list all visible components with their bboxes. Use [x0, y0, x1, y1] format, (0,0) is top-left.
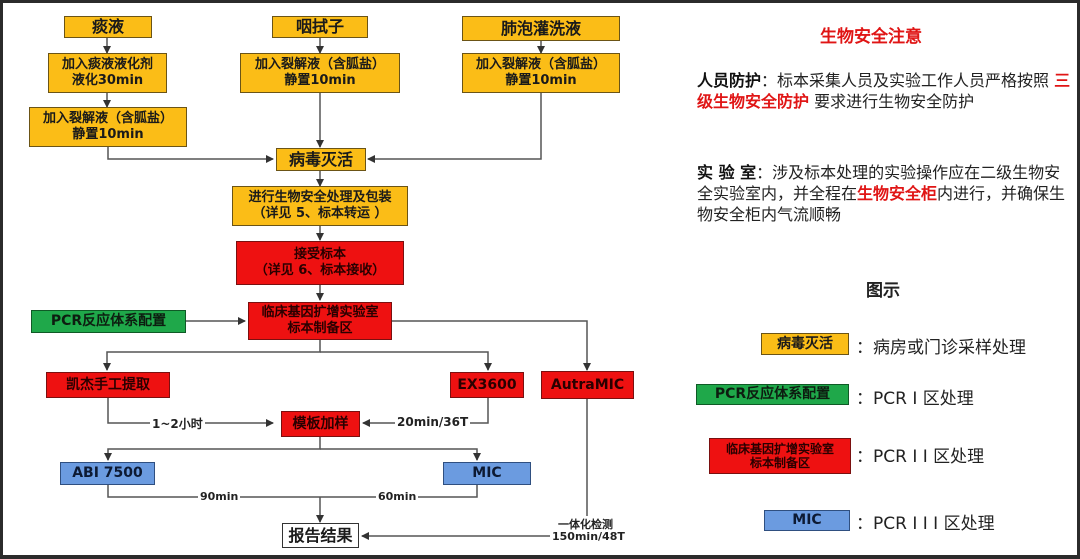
sputum-liquefy-box: 加入痰液液化剂 液化30min [48, 53, 167, 93]
prep-area-line2: 标本制备区 [287, 321, 353, 336]
edge-label-abi-time: 90min [198, 490, 241, 503]
sputum-lysis-line2: 静置10min [72, 127, 144, 142]
manual-extraction-label: 凯杰手工提取 [66, 376, 150, 393]
throat-swab-label: 咽拭子 [295, 17, 344, 37]
personnel-protection-text1: ：标本采集人员及实验工作人员严格按照 [761, 71, 1050, 90]
prep-area-line1: 临床基因扩增实验室 [261, 305, 379, 321]
mic-box: MIC [443, 462, 531, 485]
packaging-box: 进行生物安全处理及包装 （详见 5、标本转运 ） [232, 186, 408, 226]
legend-title: 图示 [866, 281, 900, 301]
sputum-liquefy-line2: 液化30min [71, 73, 144, 88]
report-box: 报告结果 [282, 523, 359, 548]
pcr-config-box: PCR反应体系配置 [31, 310, 186, 333]
autramic-box: AutraMIC [541, 371, 634, 399]
legend-desc-pcr-zone3: ：PCR I I I 区处理 [856, 514, 995, 534]
throat-swab-box: 咽拭子 [272, 16, 368, 38]
receive-line1: 接受标本 [293, 247, 346, 263]
legend-desc-pcr-zone1: ：PCR I 区处理 [856, 389, 974, 409]
legend-desc-pcr-zone2: ：PCR I I 区处理 [856, 447, 985, 467]
balf-label: 肺泡灌洗液 [500, 18, 581, 38]
packaging-line2: （详见 5、标本转运 ） [252, 206, 388, 221]
receive-line2: （详见 6、标本接收） [254, 263, 386, 278]
personnel-protection-note: 人员防护：标本采集人员及实验工作人员严格按照 三级生物安全防护 要求进行生物安全… [697, 70, 1072, 112]
abi7500-box: ABI 7500 [60, 462, 155, 485]
legend-swatch-prep-area-line2: 标本制备区 [749, 456, 810, 470]
edge-label-ex3600-time: 20min/36T [395, 415, 471, 429]
receive-box: 接受标本 （详见 6、标本接收） [236, 241, 404, 285]
template-loading-box: 模板加样 [281, 411, 360, 437]
legend-swatch-mic-label: MIC [792, 512, 822, 529]
balf-lysis-line2: 静置10min [505, 73, 577, 88]
legend-desc-inactivation: ：病房或门诊采样处理 [856, 338, 1026, 358]
abi7500-label: ABI 7500 [72, 465, 143, 482]
legend-swatch-inactivation: 病毒灭活 [761, 333, 849, 355]
ex3600-label: EX3600 [457, 376, 517, 393]
sputum-lysis-box: 加入裂解液（含胍盐） 静置10min [29, 107, 187, 147]
balf-lysis-line1: 加入裂解液（含胍盐） [475, 57, 606, 73]
biosafety-notes-title: 生物安全注意 [820, 27, 922, 47]
manual-extraction-box: 凯杰手工提取 [46, 372, 170, 398]
laboratory-note: 实 验 室：涉及标本处理的实验操作应在二级生物安全实验室内，并全程在生物安全柜内… [697, 162, 1072, 225]
autramic-label: AutraMIC [550, 376, 625, 393]
mic-label: MIC [472, 465, 502, 482]
edge-label-integrated-line2: 150min/48T [550, 530, 627, 543]
laboratory-text2: 内进行，并确保生物安全柜内气流顺畅 [697, 184, 1066, 224]
sputum-liquefy-line1: 加入痰液液化剂 [61, 57, 153, 73]
legend-swatch-inactivation-label: 病毒灭活 [777, 335, 833, 352]
personnel-protection-text2: 要求进行生物安全防护 [814, 92, 975, 111]
laboratory-text1: ：涉及标本处理的实验操作应在二级生物安全实验室内，并全程在 [697, 163, 1061, 203]
inactivation-box: 病毒灭活 [276, 148, 366, 171]
template-loading-label: 模板加样 [292, 415, 349, 432]
edge-label-integrated-line1: 一体化检测 [556, 516, 615, 532]
inactivation-label: 病毒灭活 [288, 149, 353, 169]
legend-swatch-pcr-config-label: PCR反应体系配置 [714, 386, 831, 403]
personnel-protection-heading: 人员防护 [697, 71, 762, 90]
laboratory-highlight: 生物安全柜 [857, 184, 938, 203]
balf-lysis-box: 加入裂解液（含胍盐） 静置10min [462, 53, 620, 93]
sputum-box: 痰液 [64, 16, 152, 38]
swab-lysis-line2: 静置10min [284, 73, 356, 88]
legend-swatch-mic: MIC [764, 510, 850, 531]
swab-lysis-line1: 加入裂解液（含胍盐） [254, 57, 385, 73]
prep-area-box: 临床基因扩增实验室 标本制备区 [248, 302, 392, 340]
edge-label-manual-time: 1~2小时 [150, 415, 205, 432]
swab-lysis-box: 加入裂解液（含胍盐） 静置10min [240, 53, 400, 93]
personnel-protection-highlight: 三级生物安全防护 [697, 71, 1071, 111]
ex3600-box: EX3600 [450, 372, 524, 398]
legend-swatch-prep-area-line1: 临床基因扩增实验室 [725, 441, 834, 456]
sputum-label: 痰液 [91, 17, 124, 37]
report-label: 报告结果 [288, 525, 353, 545]
sputum-lysis-line1: 加入裂解液（含胍盐） [42, 111, 173, 127]
edge-label-mic-time: 60min [376, 490, 419, 503]
packaging-line1: 进行生物安全处理及包装 [248, 190, 392, 206]
legend-swatch-prep-area: 临床基因扩增实验室 标本制备区 [709, 438, 851, 474]
pcr-config-label: PCR反应体系配置 [50, 313, 167, 330]
laboratory-heading: 实 验 室 [697, 163, 757, 182]
legend-swatch-pcr-config: PCR反应体系配置 [696, 384, 849, 405]
balf-box: 肺泡灌洗液 [462, 16, 620, 41]
